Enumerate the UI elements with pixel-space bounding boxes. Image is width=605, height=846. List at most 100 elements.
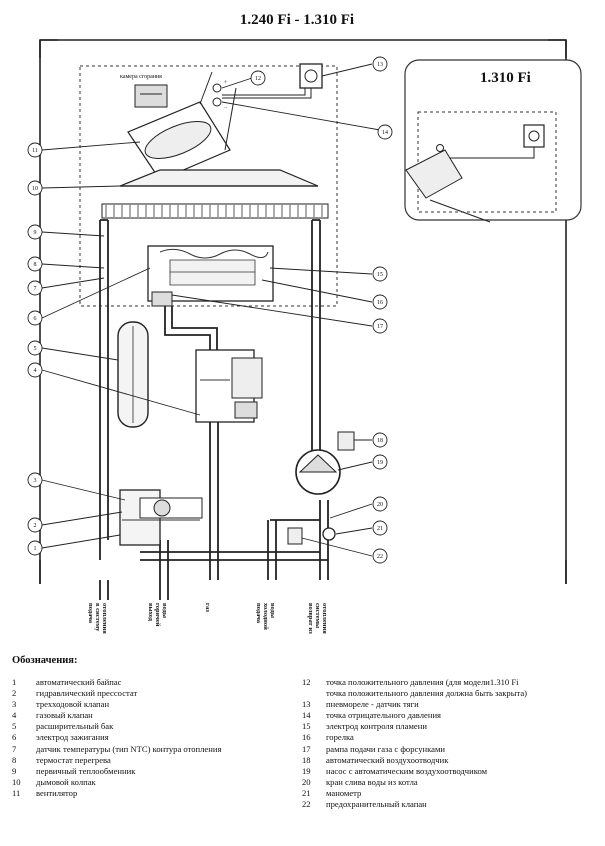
- inset-title: 1.310 Fi: [480, 70, 531, 86]
- legend-text: автоматический байпас: [36, 677, 122, 687]
- svg-text:4: 4: [34, 368, 37, 374]
- legend-text: насос с автоматическим воздухоотводчиком: [326, 765, 488, 776]
- callout-18: 18: [372, 432, 388, 448]
- callout-8: 8: [27, 256, 43, 272]
- primary-heat-exchanger: [101, 203, 329, 219]
- svg-text:воды: воды: [269, 603, 276, 618]
- pump: [295, 431, 355, 495]
- boiler-schematic: 1.240 Fi - 1.310 Fi камера сгорания: [27, 12, 582, 634]
- svg-text:6: 6: [34, 316, 37, 322]
- inset-1310fi: 1.310 Fi: [404, 59, 582, 223]
- callout-5: 5: [27, 340, 43, 356]
- three-way-valve: [119, 489, 203, 546]
- callout-6: 6: [27, 310, 43, 326]
- svg-text:13: 13: [377, 62, 383, 68]
- legend-number: 7: [12, 743, 17, 754]
- legend-text: трехходовой клапан: [36, 699, 110, 710]
- legend-number: 20: [302, 776, 311, 787]
- svg-text:−: −: [224, 105, 228, 111]
- svg-text:выход: выход: [147, 603, 154, 622]
- svg-text:7: 7: [34, 286, 37, 292]
- legend-number: 2: [12, 688, 17, 699]
- svg-text:20: 20: [377, 502, 383, 508]
- legend-item: 15 электрод контроля пламени: [302, 721, 602, 732]
- burner: [147, 245, 274, 307]
- svg-text:газ: газ: [204, 603, 211, 612]
- svg-text:14: 14: [382, 130, 388, 136]
- positive-pressure-point: [212, 83, 222, 93]
- svg-text:10: 10: [32, 186, 38, 192]
- legend-text: электрод контроля пламени: [326, 721, 427, 732]
- legend-text: автоматический воздухоотводчик: [326, 754, 449, 765]
- legend-number: 17: [302, 743, 311, 754]
- svg-text:2: 2: [34, 523, 37, 529]
- svg-text:9: 9: [34, 230, 37, 236]
- callout-3: 3: [27, 472, 43, 488]
- legend-number: 16: [302, 732, 311, 743]
- legend-number: 21: [302, 787, 311, 798]
- diagram-title: 1.240 Fi - 1.310 Fi: [240, 12, 354, 28]
- legend-item: 16 горелка: [302, 732, 602, 743]
- callout-15: 15: [372, 266, 388, 282]
- svg-text:3: 3: [34, 478, 37, 484]
- svg-text:16: 16: [377, 300, 383, 306]
- pipes: [99, 219, 329, 600]
- legend-heading: Обозначения:: [12, 655, 78, 666]
- legend-text: манометр: [326, 787, 362, 798]
- legend-number: 6: [12, 732, 17, 743]
- callout-9: 9: [27, 224, 43, 240]
- legend-text: горелка: [326, 732, 354, 743]
- legend-text: термостат перегрева: [36, 754, 111, 765]
- callout-4: 4: [27, 362, 43, 378]
- callout-2: 2: [27, 517, 43, 533]
- callout-19: 19: [372, 454, 388, 470]
- flue-hood: [119, 169, 319, 187]
- callout-22: 22: [372, 548, 388, 564]
- legend-text: пневмореле - датчик тяги: [326, 699, 419, 710]
- combustion-chamber: [79, 65, 338, 307]
- legend-text: предохранительный клапан: [326, 799, 427, 810]
- svg-text:1: 1: [34, 546, 37, 552]
- svg-text:воды: воды: [161, 603, 168, 618]
- legend-number: 15: [302, 721, 311, 732]
- callout-12: 12: [250, 70, 266, 86]
- expansion-tank: [117, 321, 149, 428]
- legend-text: гидравлический прессостат: [36, 688, 138, 699]
- legend-number: 4: [12, 710, 17, 721]
- legend-number: 3: [12, 699, 17, 710]
- negative-pressure-point: [212, 97, 222, 107]
- svg-text:в систему: в систему: [94, 603, 101, 632]
- legend-text: точка положительного давления должна быт…: [326, 688, 528, 699]
- legend-number: 10: [12, 776, 21, 787]
- legend-item: 2 гидравлический прессостат: [12, 688, 302, 699]
- legend-number: 8: [12, 754, 17, 765]
- callout-7: 7: [27, 280, 43, 296]
- legend-text: точка отрицательного давления: [326, 710, 441, 721]
- legend-number: 9: [12, 765, 17, 776]
- svg-text:22: 22: [377, 554, 383, 560]
- safety-valve: [287, 527, 303, 545]
- combustion-chamber-label: камера сгорания: [120, 74, 162, 80]
- legend-text: вентилятор: [36, 787, 78, 798]
- svg-text:21: 21: [377, 526, 383, 532]
- svg-text:горячей: горячей: [154, 603, 161, 627]
- svg-text:+: +: [224, 80, 228, 86]
- svg-text:5: 5: [34, 346, 37, 352]
- svg-text:11: 11: [32, 148, 38, 154]
